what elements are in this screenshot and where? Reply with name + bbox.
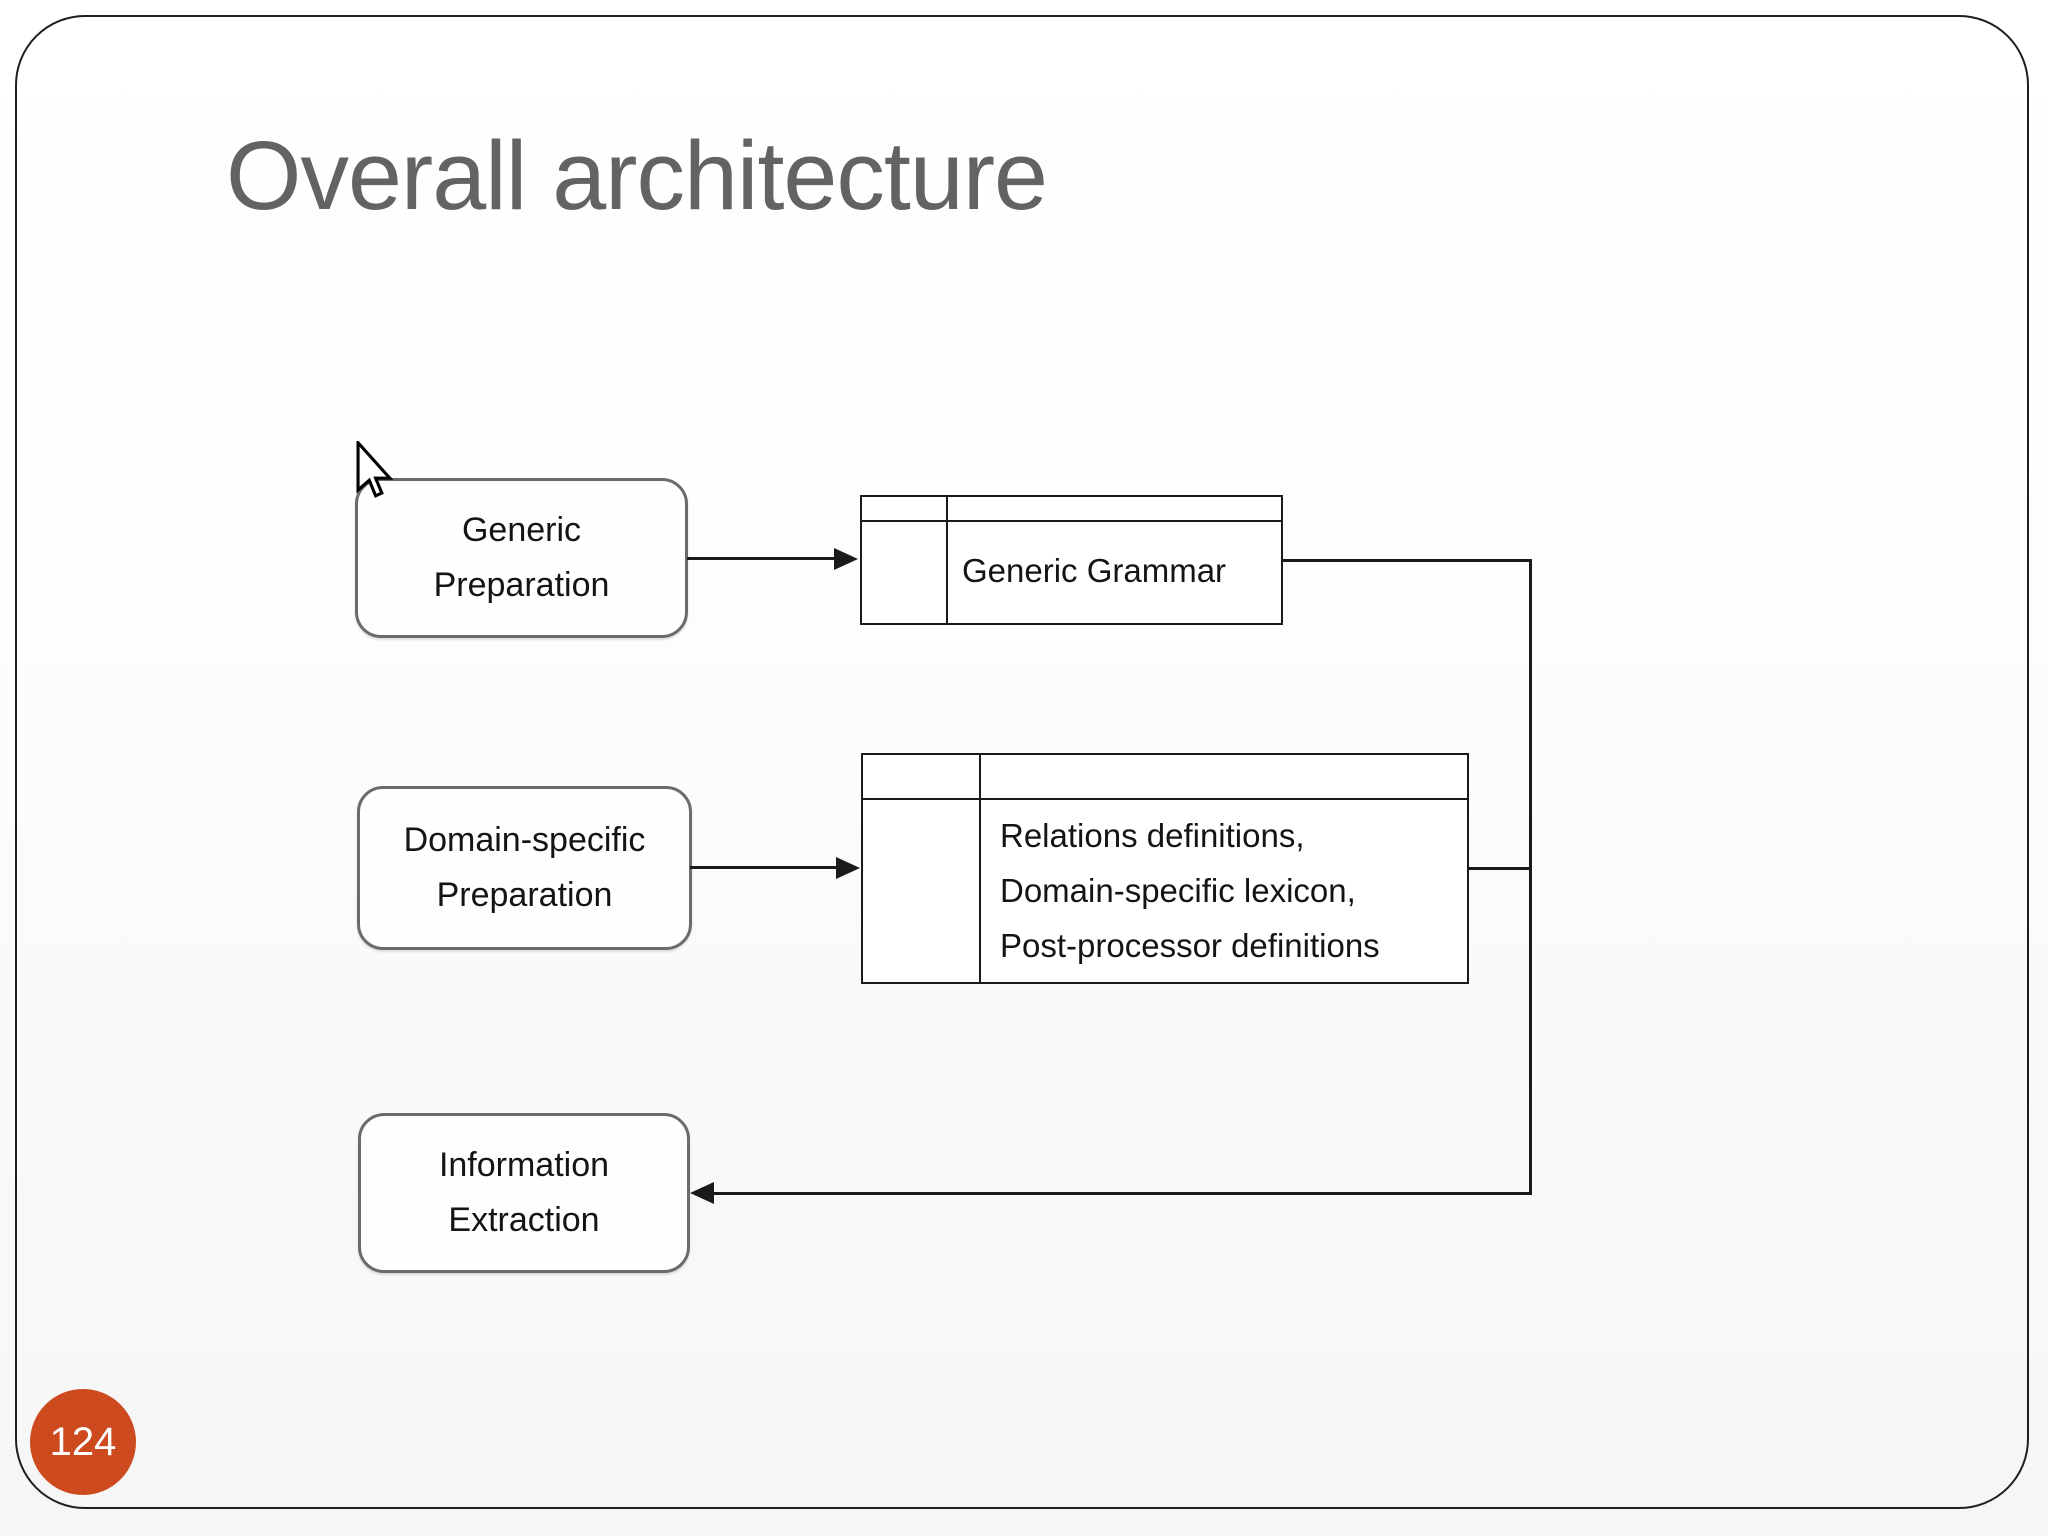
mouse-cursor-icon bbox=[356, 441, 394, 498]
store-header-divider bbox=[862, 520, 1281, 522]
domain-resources-line1: Relations definitions, bbox=[1000, 817, 1305, 854]
store-header-divider bbox=[863, 798, 1467, 800]
connector-resources-to-bus bbox=[1469, 867, 1532, 870]
connector-grammar-to-bus bbox=[1283, 559, 1532, 562]
domain-resources-line2: Domain-specific lexicon, bbox=[1000, 872, 1356, 909]
information-extraction-label-line1: Information bbox=[438, 1146, 610, 1184]
domain-specific-label-line1: Domain-specific bbox=[403, 821, 646, 859]
store-column-divider bbox=[979, 755, 981, 982]
generic-grammar-label: Generic Grammar bbox=[962, 551, 1227, 589]
connector-vertical-bus bbox=[1529, 559, 1532, 1195]
arrowhead-domain-to-resources bbox=[836, 857, 860, 879]
connector-bus-to-information-extraction bbox=[712, 1192, 1532, 1195]
arrowhead-generic-to-grammar bbox=[834, 548, 858, 570]
slide-border-frame bbox=[15, 15, 2029, 1509]
information-extraction-label-line2: Extraction bbox=[448, 1201, 600, 1239]
store-column-divider bbox=[946, 497, 948, 623]
generic-preparation-label-line2: Preparation bbox=[433, 566, 610, 604]
arrowhead-to-information-extraction bbox=[690, 1182, 714, 1204]
information-extraction-box: Information Extraction bbox=[358, 1113, 690, 1273]
domain-resources-label: Relations definitions, Domain-specific l… bbox=[1000, 808, 1380, 973]
domain-specific-preparation-box: Domain-specific Preparation bbox=[357, 786, 692, 950]
domain-resources-line3: Post-processor definitions bbox=[1000, 927, 1380, 964]
domain-resources-store: Relations definitions, Domain-specific l… bbox=[861, 753, 1469, 984]
connector-domain-to-resources bbox=[690, 866, 838, 869]
domain-specific-label-line2: Preparation bbox=[436, 876, 613, 914]
generic-grammar-store: Generic Grammar bbox=[860, 495, 1283, 625]
page-number: 124 bbox=[49, 1419, 117, 1464]
generic-preparation-box: Generic Preparation bbox=[355, 478, 688, 638]
page-number-badge: 124 bbox=[30, 1389, 136, 1495]
generic-preparation-label-line1: Generic bbox=[461, 511, 582, 549]
page-title: Overall architecture bbox=[226, 121, 1048, 230]
connector-generic-to-grammar bbox=[687, 557, 838, 560]
